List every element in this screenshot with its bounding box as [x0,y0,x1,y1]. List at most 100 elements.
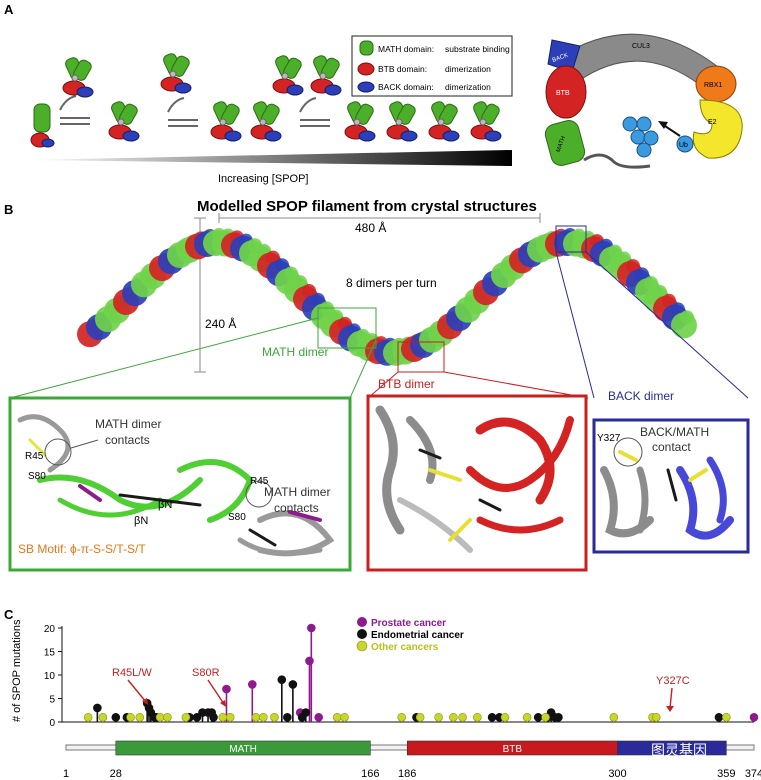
linker-ring [319,72,327,80]
back-legend-desc: dimerization [445,82,491,92]
back-blob [264,130,282,142]
x-tick-label: 166 [361,768,379,780]
mutation-marker [332,712,342,722]
equilibrium-arrows [59,95,330,127]
r45-s80-circle-b [245,480,273,508]
btb-domain-shape [545,65,587,119]
mutation-marker [458,712,467,722]
mutation-marker [749,712,759,722]
interface-residues [428,468,472,542]
mutation-marker [251,712,261,722]
back-blob [442,130,460,142]
math-legend-desc: substrate binding [445,44,510,54]
mutation-marker [277,675,287,685]
linker-ring [281,72,289,80]
s80-label-a: S80 [28,471,46,482]
back-math-contact-line-2: contact [652,440,691,454]
spop-dimer [428,101,460,142]
panel-c-label: C [4,607,14,622]
mutation-marker [307,623,316,633]
spop-dimer [210,101,242,142]
concentration-gradient-wedge [28,150,512,166]
mutation-marker [222,684,231,694]
spop-dimer [344,101,376,142]
s80-annotation: S80R [192,667,220,679]
r45-arrowhead [142,698,148,705]
ub-circle [676,135,694,153]
mutation-marker [288,680,298,689]
panel-a-label: A [4,2,14,17]
spop-dimer-small [62,57,94,98]
interface-residues [618,450,708,482]
filament-subunit [293,275,307,290]
linker-ring [395,118,403,126]
btb-label: BTB [556,90,570,97]
linker-ring [169,70,177,78]
mutation-marker [135,712,145,722]
mutation-marker [554,712,563,722]
back-blob [174,82,192,94]
filament-subunit [284,266,298,281]
s80-label-b: S80 [228,512,246,523]
btb-dimer-inset [366,394,588,572]
height-label: 240 Å [205,316,236,331]
linker-ring [437,118,445,126]
filament-subunit [635,267,649,282]
beta-strand-contact [118,493,202,507]
cul3-label: CUL3 [632,43,650,50]
r45-label-b: R45 [250,476,269,487]
mutation-marker [209,712,218,722]
mutation-marker [98,712,108,722]
math-label: MATH [556,136,567,154]
mutation-marker [93,703,102,713]
y327-label: Y327 [597,433,621,444]
back-dimer-label: BACK dimer [608,389,674,403]
back-blob [76,86,94,98]
mutation-marker [415,712,425,722]
mutation-marker [340,712,349,722]
pitch-label: 480 Å [355,220,386,235]
mutation-marker [259,712,268,722]
mutation-marker [541,712,550,722]
mutation-marker [314,712,323,722]
back-legend-swatch [357,81,375,93]
r45-label-a: R45 [25,451,44,462]
legend-other-label: Other cancers [371,642,439,653]
interface-residues [418,448,502,512]
e2-shape [692,99,743,159]
y-tick-label: 10 [44,671,56,682]
math-dimer-label: MATH dimer [262,345,328,359]
btb-legend-swatch [357,62,375,76]
s80-arrow [207,679,225,705]
cul3-complex: CUL3 BACK BTB RBX1 E2 MATH Ub [544,33,743,169]
gradient-label: Increasing [SPOP] [218,173,309,185]
mutation-marker [305,656,314,666]
back-math-contact-line-1: BACK/MATH [640,425,709,439]
spop-filament [77,228,697,366]
y327-arrow [669,687,673,709]
btb-legend-name: BTB domain: [378,64,427,74]
mutation-marker [609,712,619,722]
y327-annotation: Y327C [656,675,690,687]
ribbon-strand [476,516,564,534]
mutation-marker [111,712,121,722]
mutation-marker [181,712,191,722]
mutation-marker [651,712,661,722]
y-tick-label: 20 [44,624,56,635]
back-blob [224,130,242,142]
ribbon-strand [466,416,574,492]
spop-dimer-small [160,53,192,94]
dimers-per-turn-label: 8 dimers per turn [346,276,437,290]
panel-b-label: B [4,202,13,217]
oligomer-series [30,53,502,148]
legend-prostate-marker [357,617,367,627]
spop-dimer [250,101,282,142]
filament-subunit [680,310,694,325]
linker-ring [259,118,267,126]
mutation-marker [192,712,202,722]
math-contacts-line-3: MATH dimer [264,485,330,499]
x-tick-label: 186 [398,768,416,780]
rbx1-label: RBX1 [704,82,722,89]
mutation-marker [487,712,497,722]
